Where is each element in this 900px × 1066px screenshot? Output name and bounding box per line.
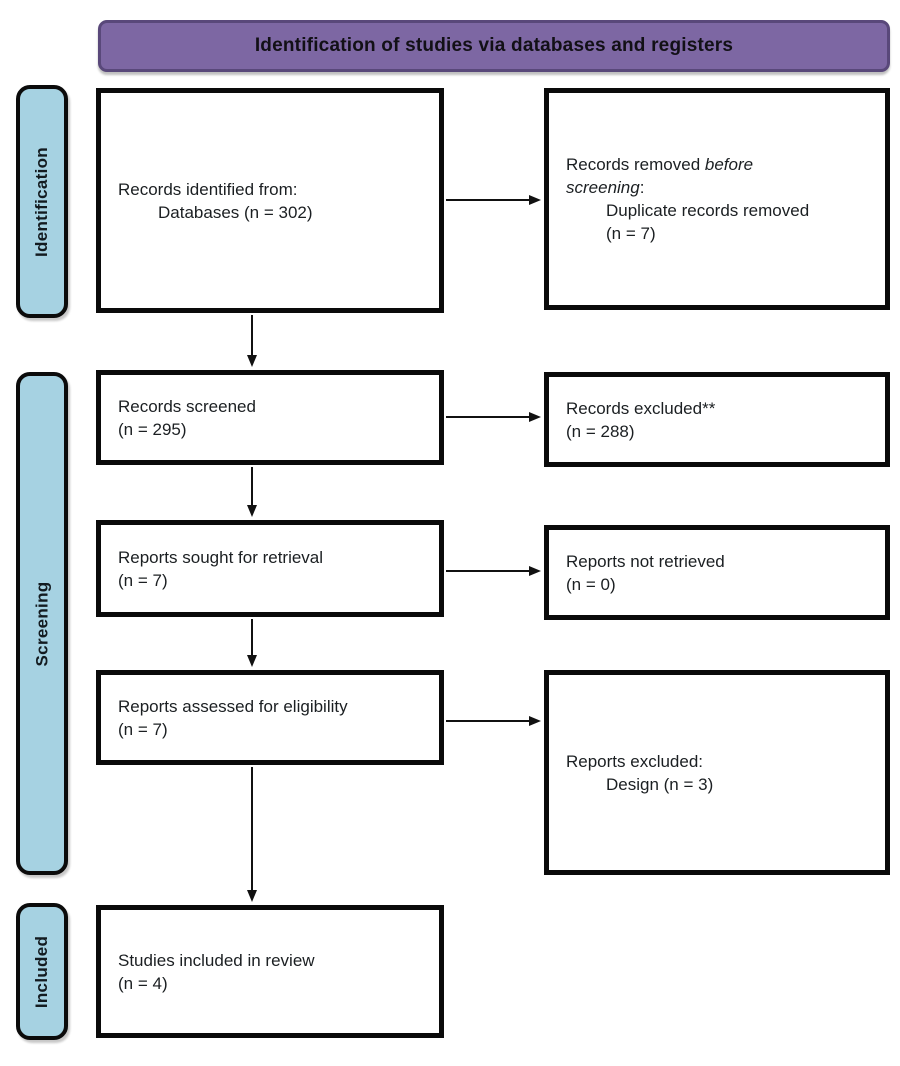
box-studies-included-in-review: Studies included in review (n = 4) — [96, 905, 444, 1038]
stage-bar-identification: Identification — [16, 85, 68, 318]
box-text-segment: Reports sought for retrieval — [118, 547, 324, 567]
box-records-excluded: Records excluded** (n = 288) — [544, 372, 890, 467]
box-text-line: Reports not retrieved — [566, 550, 875, 573]
box-text-segment: (n = 0) — [566, 574, 616, 594]
box-text-line: Studies included in review — [118, 949, 429, 972]
box-text-segment: Records identified from: — [118, 179, 298, 199]
box-reports-not-retrieved: Reports not retrieved (n = 0) — [544, 525, 890, 620]
box-text-segment: Records screened — [118, 396, 256, 416]
box-reports-excluded: Reports excluded: Design (n = 3) — [544, 670, 890, 875]
box-records-screened: Records screened (n = 295) — [96, 370, 444, 465]
box-text-line: (n = 4) — [118, 972, 429, 995]
box-text-segment: Duplicate records removed — [606, 201, 810, 220]
diagram-header-label: Identification of studies via databases … — [254, 35, 734, 56]
box-text-line: Records identified from: — [118, 178, 429, 201]
stage-bar-included: Included — [16, 903, 68, 1040]
box-text-segment: screening — [566, 178, 640, 197]
box-text-line: (n = 7) — [118, 569, 429, 592]
diagram-header: Identification of studies via databases … — [98, 20, 890, 72]
stage-bar-screening: Screening — [16, 372, 68, 875]
box-text-segment: (n = 7) — [118, 570, 168, 590]
box-text-segment: Records excluded** — [566, 398, 716, 418]
box-reports-sought-for-retrieval: Reports sought for retrieval (n = 7) — [96, 520, 444, 617]
box-text-line: (n = 295) — [118, 418, 429, 441]
box-text-line: Reports assessed for eligibility — [118, 695, 429, 718]
box-text-line: Records excluded** — [566, 397, 875, 420]
box-text-line: Duplicate records removed — [566, 199, 875, 222]
stage-label-identification: Identification — [32, 146, 52, 257]
box-text-segment: before — [704, 155, 754, 174]
stage-label-included: Included — [32, 935, 52, 1008]
box-text-segment: (n = 7) — [118, 719, 168, 739]
box-text-segment: Reports excluded: — [566, 751, 704, 771]
box-reports-assessed-for-eligibility: Reports assessed for eligibility (n = 7) — [96, 670, 444, 765]
box-text-segment: (n = 295) — [118, 419, 187, 439]
box-records-identified: Records identified from: Databases (n = 3… — [96, 88, 444, 313]
box-text-line: Databases (n = 302) — [118, 201, 429, 224]
box-text-segment: (n = 7) — [606, 224, 656, 243]
box-text-segment: Records removed — [566, 155, 705, 174]
box-text-line: Reports excluded: — [566, 750, 875, 773]
box-text-line: (n = 7) — [566, 222, 875, 245]
box-text-segment: Reports not retrieved — [566, 551, 725, 571]
box-text-segment: Studies included in review — [118, 950, 315, 970]
stage-label-screening: Screening — [32, 581, 51, 666]
box-text-line: screening: — [566, 176, 875, 199]
box-text-line: (n = 7) — [118, 718, 429, 741]
box-text-segment: Reports assessed for eligibility — [118, 696, 348, 716]
box-text-line: (n = 288) — [566, 420, 875, 443]
box-text-segment: : — [639, 178, 645, 197]
box-text-segment: Design (n = 3) — [606, 774, 714, 794]
box-text-line: Records screened — [118, 395, 429, 418]
box-text-segment: Databases (n = 302) — [158, 202, 313, 222]
box-text-segment: (n = 4) — [118, 973, 168, 993]
box-text-line: Design (n = 3) — [566, 773, 875, 796]
box-text-segment: (n = 288) — [566, 421, 635, 441]
box-text-line: Reports sought for retrieval — [118, 546, 429, 569]
box-text-line: Records removed before — [566, 153, 875, 176]
box-text-line: (n = 0) — [566, 573, 875, 596]
